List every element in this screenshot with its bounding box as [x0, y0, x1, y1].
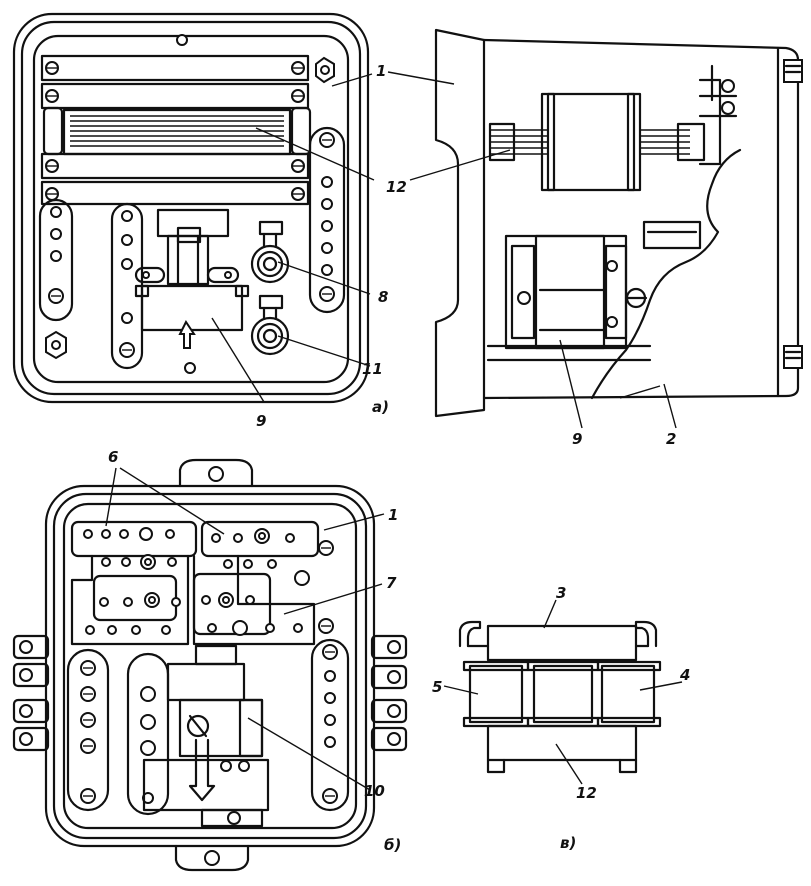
label-1-back: 1: [388, 506, 398, 524]
label-3: 3: [556, 584, 566, 602]
label-1: 1: [376, 62, 386, 80]
screw-icon: [45, 61, 305, 201]
panel-label-a: а): [372, 398, 389, 416]
label-12-core: 12: [576, 784, 597, 802]
panel-label-c: в): [560, 834, 576, 852]
view-a-side: 9 2: [387, 28, 803, 448]
terminal-screw-icon: [783, 59, 803, 369]
screw-column-icon: [48, 132, 335, 304]
spring-coil-icon: [250, 220, 290, 356]
label-10: 10: [364, 782, 385, 800]
terminal-hole-icon: [83, 527, 334, 636]
screw-column-icon: [80, 644, 338, 804]
view-a-front: 1 12 8 11 9 а): [12, 12, 407, 430]
label-9-side: 9: [572, 430, 582, 448]
label-7: 7: [386, 574, 397, 592]
coil-icon: [462, 660, 662, 728]
label-8: 8: [378, 288, 388, 306]
label-9: 9: [256, 412, 266, 430]
label-6: 6: [108, 448, 118, 466]
label-12: 12: [386, 178, 407, 196]
side-terminal-icon: [12, 634, 408, 752]
view-c-core: 3 5 4 12 в): [432, 584, 690, 852]
label-5: 5: [432, 678, 442, 696]
label-11: 11: [362, 360, 383, 378]
view-b-back: 6 1 7 10 б): [12, 448, 408, 872]
panel-label-b: б): [384, 836, 401, 854]
label-4: 4: [679, 666, 690, 684]
label-2: 2: [666, 430, 676, 448]
hex-nut-icon: [45, 56, 335, 360]
